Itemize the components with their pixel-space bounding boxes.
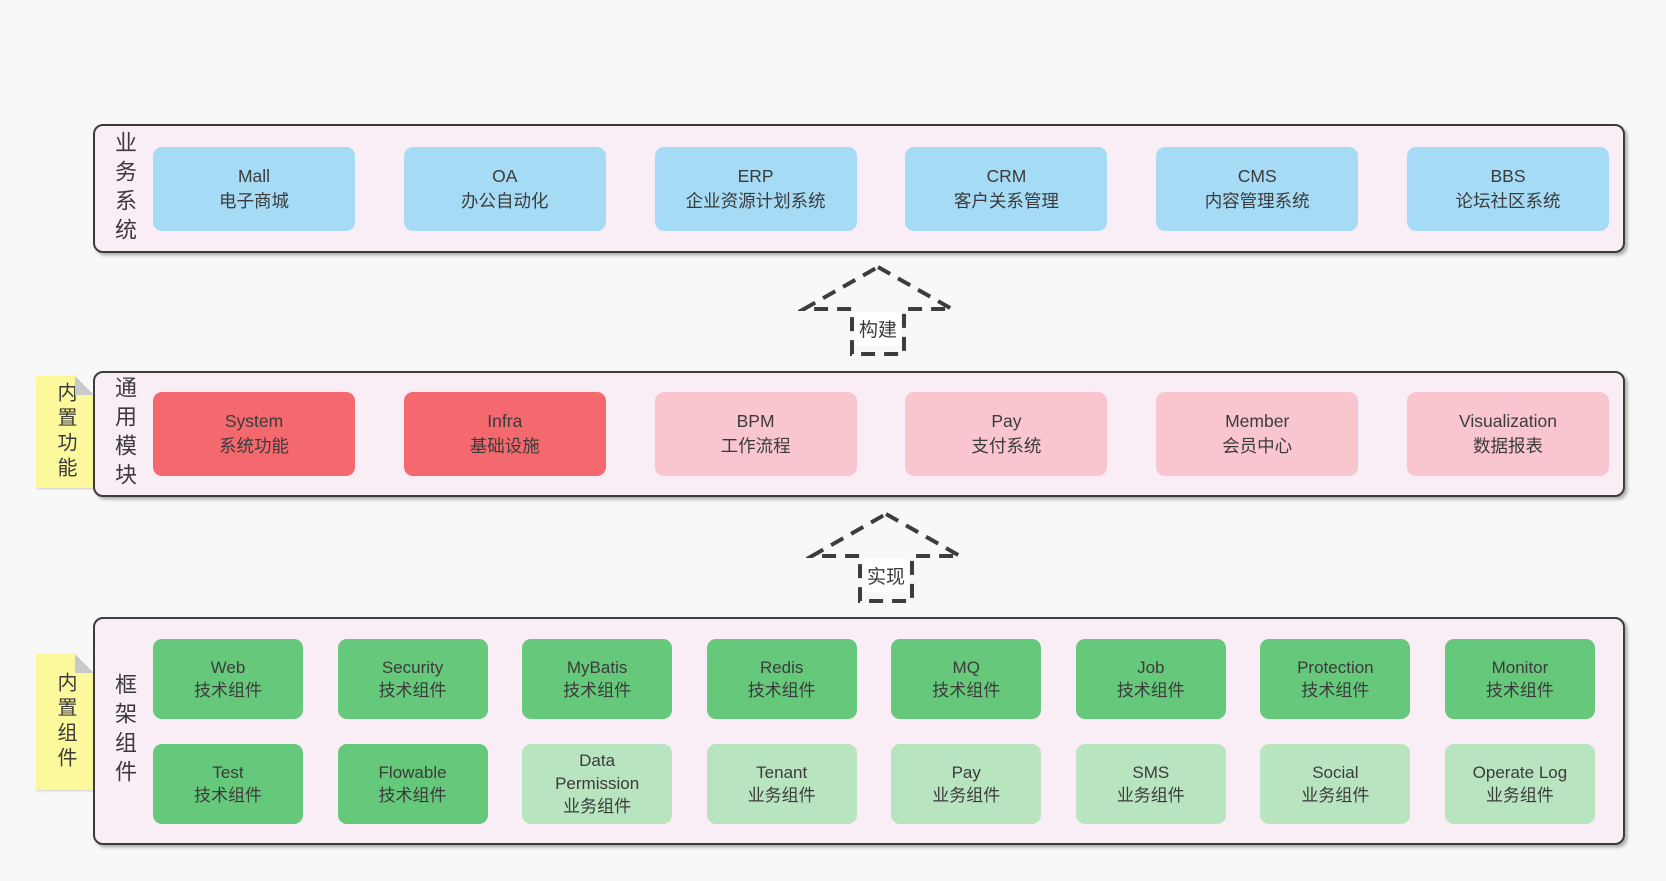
component-box-web: Web 技术组件 (153, 638, 303, 719)
component-box-mybatis: MyBatis 技术组件 (522, 638, 673, 719)
component-box-sms: SMS 业务组件 (1075, 743, 1226, 824)
common-modules-panel: 通用模块 System 系统功能 Infra 基础设施 BPM 工作流程 Pay… (93, 371, 1625, 497)
builtin-components-sticky-note: 内置组件 (36, 654, 94, 790)
business-section-label-col: 业务系统 (95, 126, 153, 251)
business-box-cms: CMS 内容管理系统 (1156, 146, 1359, 231)
component-box-operate-log: Operate Log 业务组件 (1444, 743, 1595, 824)
module-box-visualization: Visualization 数据报表 (1406, 392, 1609, 476)
component-box-flowable: Flowable 技术组件 (337, 743, 488, 824)
builtin-features-label: 内置功能 (54, 382, 76, 482)
module-box-system: System 系统功能 (153, 392, 355, 476)
component-box-test: Test 技术组件 (153, 743, 303, 824)
module-box-bpm: BPM 工作流程 (654, 392, 857, 476)
modules-section-label: 通用模块 (112, 376, 137, 492)
modules-section-label-col: 通用模块 (95, 373, 153, 495)
module-box-infra: Infra 基础设施 (403, 392, 606, 476)
module-box-member: Member 会员中心 (1156, 392, 1359, 476)
component-box-monitor: Monitor 技术组件 (1444, 638, 1595, 719)
component-box-redis: Redis 技术组件 (706, 638, 857, 719)
component-box-pay: Pay 业务组件 (891, 743, 1042, 824)
business-systems-panel: 业务系统 Mall 电子商城 OA 办公自动化 ERP 企业资源计划系统 CRM… (93, 124, 1625, 253)
builtin-components-label: 内置组件 (54, 672, 76, 772)
components-section-label: 框架组件 (112, 673, 137, 789)
component-box-job: Job 技术组件 (1075, 638, 1226, 719)
folded-corner-icon (75, 654, 94, 673)
component-box-protection: Protection 技术组件 (1260, 638, 1411, 719)
business-box-bbs: BBS 论坛社区系统 (1406, 146, 1609, 231)
build-arrow-label: 构建 (859, 319, 897, 341)
component-box-mq: MQ 技术组件 (891, 638, 1042, 719)
business-box-oa: OA 办公自动化 (403, 146, 606, 231)
implement-arrow-label: 实现 (867, 566, 905, 588)
component-box-tenant: Tenant 业务组件 (706, 743, 857, 824)
business-section-label: 业务系统 (112, 130, 137, 247)
build-arrow-icon: 构建 (798, 264, 958, 356)
builtin-features-sticky-note: 内置功能 (36, 376, 94, 488)
implement-arrow-icon: 实现 (806, 511, 966, 603)
business-box-mall: Mall 电子商城 (153, 146, 355, 231)
component-box-social: Social 业务组件 (1260, 743, 1411, 824)
framework-components-panel: 框架组件 Web 技术组件 Security 技术组件 MyBatis 技术组件 (93, 617, 1625, 845)
module-box-pay: Pay 支付系统 (905, 392, 1108, 476)
business-box-crm: CRM 客户关系管理 (905, 146, 1108, 231)
folded-corner-icon (75, 376, 94, 395)
component-box-security: Security 技术组件 (337, 638, 488, 719)
components-section-label-col: 框架组件 (95, 619, 153, 843)
business-box-erp: ERP 企业资源计划系统 (654, 146, 857, 231)
component-box-data-permission: Data Permission 业务组件 (522, 743, 673, 824)
